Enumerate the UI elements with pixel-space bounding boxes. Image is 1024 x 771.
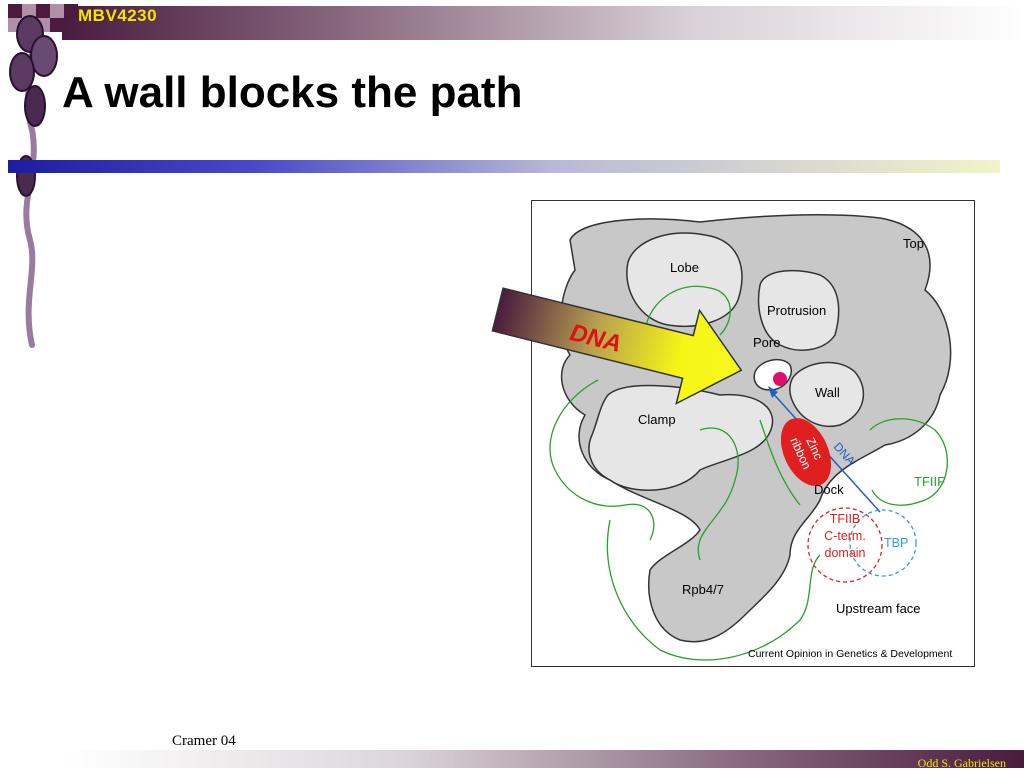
header-gradient-bar (62, 6, 1024, 40)
figure-citation: Cramer 04 (172, 733, 236, 749)
footer-gradient-bar (66, 750, 1024, 768)
rnapii-figure-frame (531, 200, 975, 667)
header-checker-decoration (8, 4, 78, 32)
vine-decoration (9, 15, 58, 348)
title-underline-bar (8, 160, 1000, 173)
author-name: Odd S. Gabrielsen (917, 756, 1006, 770)
slide-title: A wall blocks the path (62, 68, 523, 117)
course-code: MBV4230 (78, 6, 158, 25)
